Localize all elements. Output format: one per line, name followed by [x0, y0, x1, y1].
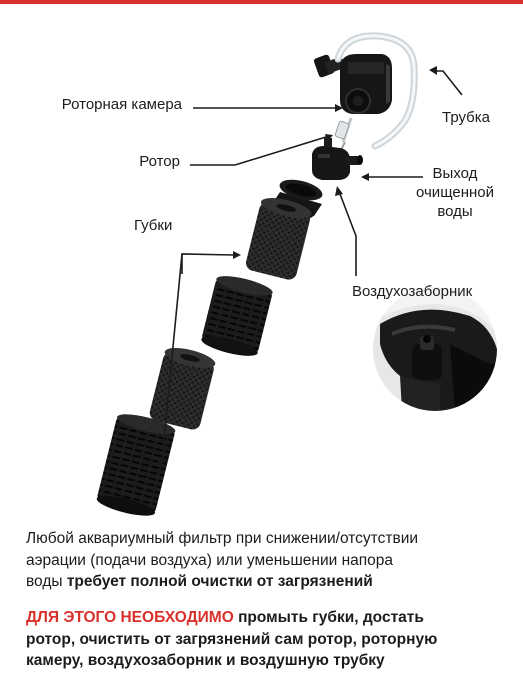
- strainer-upper: [201, 276, 273, 356]
- label-air-intake: Воздухозаборник: [352, 283, 473, 300]
- paragraph-instructions-line3: камеру, воздухозаборник и воздушную труб…: [26, 652, 385, 669]
- label-rotor: Ротор: [139, 153, 180, 170]
- water-outlet: [312, 138, 363, 180]
- paragraph-warning-bold: требует полной очистки от загрязнений: [66, 573, 373, 590]
- filter-diagram: [96, 32, 497, 516]
- pump-head: [313, 54, 392, 114]
- sponge-lower: [149, 347, 216, 430]
- label-tube: Трубка: [442, 109, 490, 126]
- paragraph-warning-line1: Любой аквариумный фильтр при снижении/от…: [26, 530, 419, 547]
- label-outlet: Выход очищенной воды: [400, 164, 510, 221]
- label-rotor-chamber: Роторная камера: [61, 96, 182, 113]
- label-sponges: Губки: [134, 217, 173, 234]
- paragraph-instructions-line2: ротор, очистить от загрязнений сам ротор…: [26, 630, 438, 648]
- paragraph-warning: Любой аквариумный фильтр при снижении/от…: [26, 528, 506, 593]
- label-outlet-line2: очищенной: [415, 184, 494, 201]
- rotor: [334, 117, 353, 153]
- paragraph-warning-plain: воды: [26, 573, 67, 590]
- label-outlet-line3: воды: [437, 203, 473, 220]
- leader-air-intake: [339, 193, 357, 276]
- top-accent-bar: [0, 0, 523, 4]
- paragraph-warning-line2: аэрации (подачи воздуха) или уменьшении …: [26, 551, 394, 569]
- paragraph-warning-line3: воды требует полной очистки от загрязнен…: [26, 571, 506, 593]
- paragraph-instructions-line1: ДЛЯ ЭТОГО НЕОБХОДИМО промыть губки, дост…: [26, 607, 506, 629]
- leader-lines: [157, 66, 463, 467]
- label-outlet-line1: Выход: [432, 165, 478, 182]
- paragraph-instructions: ДЛЯ ЭТОГО НЕОБХОДИМО промыть губки, дост…: [26, 607, 506, 672]
- paragraph-highlight: ДЛЯ ЭТОГО НЕОБХОДИМО: [26, 609, 234, 626]
- sponge-upper: [246, 198, 312, 280]
- leader-tube: [437, 70, 463, 96]
- strainer-lower: [96, 414, 176, 516]
- air-intake-zoom: [373, 287, 497, 411]
- paragraph-instructions-rest1: промыть губки, достать: [233, 609, 424, 626]
